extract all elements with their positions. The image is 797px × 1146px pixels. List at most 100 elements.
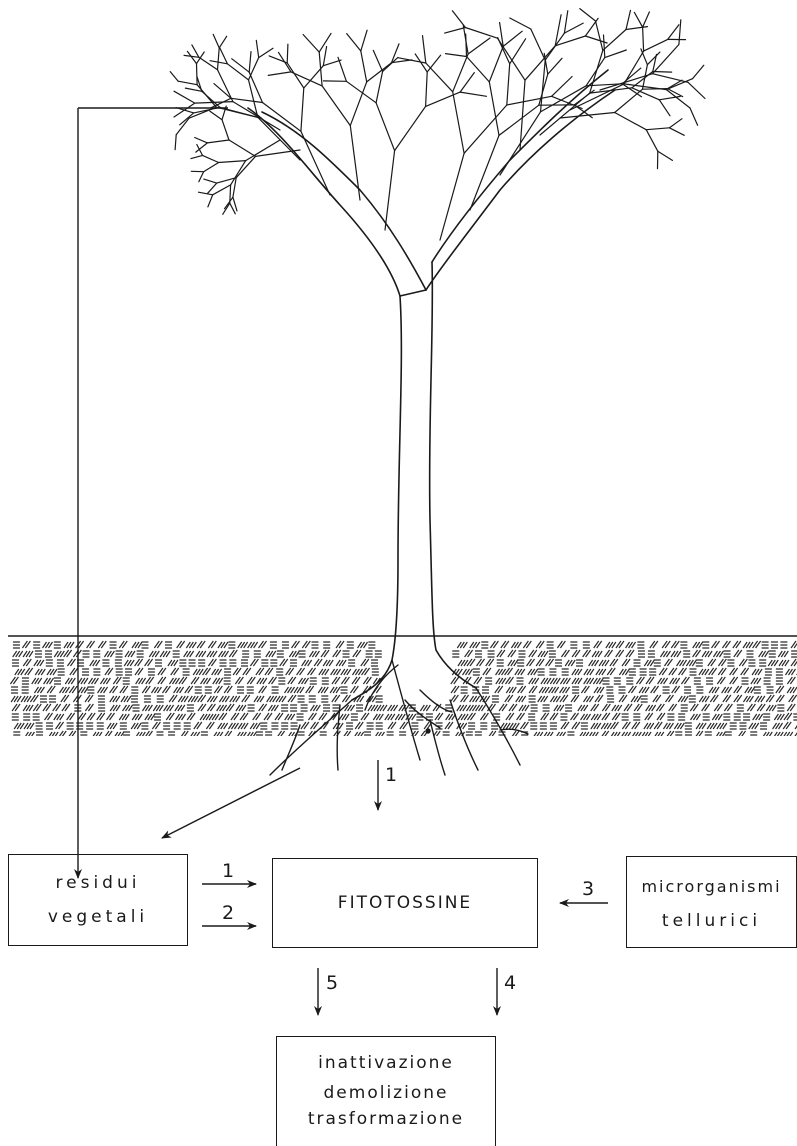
soil-hatch-mark [98,687,108,693]
soil-hatch-mark [164,705,174,711]
soil-hatch-mark [633,660,640,666]
soil-hatch-mark [54,714,64,720]
soil-hatch-mark [576,660,583,666]
soil-hatch-mark [515,669,525,675]
soil-hatch-mark [219,713,227,720]
soil-hatch-mark [205,687,212,693]
branch-twig [643,89,668,90]
branch-twig [646,130,658,152]
soil-hatch-mark [538,696,548,702]
soil-hatch-mark [649,669,656,675]
soil-hatch-mark [87,687,94,693]
soil-hatch-mark [180,731,188,738]
soil-layer [8,636,797,738]
branch-twig [510,18,531,29]
soil-hatch-mark [25,668,33,675]
soil-hatch-mark [113,677,121,684]
soil-hatch-mark [48,732,58,738]
soil-hatch-mark [119,714,129,720]
branch-twig [197,85,216,108]
soil-hatch-mark [351,714,358,720]
soil-hatch-mark [54,678,61,684]
soil-hatch-mark [496,669,506,675]
microrganismi-label-line2: tellurici [627,911,796,931]
soil-hatch-mark [705,732,712,738]
soil-hatch-mark [277,651,284,657]
soil-hatch-mark [308,713,316,720]
soil-hatch-mark [333,650,341,657]
soil-hatch-mark [560,714,567,720]
branch-twig [376,71,383,102]
soil-hatch-mark [614,678,621,684]
branch-twig [498,38,510,64]
soil-hatch-mark [177,641,185,648]
soil-hatch-mark [309,651,319,657]
soil-hatch-mark [156,732,163,738]
soil-hatch-mark [543,732,553,738]
branch-twig [489,46,503,82]
soil-hatch-mark [82,669,89,675]
branch-twig [249,52,251,73]
soil-hatch-mark [352,677,360,684]
soil-hatch-mark [789,695,797,702]
soil-hatch-mark [529,696,536,702]
soil-hatch-mark [520,722,528,729]
soil-hatch-mark [376,696,383,702]
soil-hatch-mark [330,687,340,693]
soil-hatch-mark [290,705,297,711]
soil-hatch-mark [480,713,488,720]
branch-twig [220,47,228,64]
branch-twig [440,153,464,240]
branch-twig [361,51,367,82]
soil-hatch-mark [131,696,138,702]
soil-hatch-mark [683,651,690,657]
soil-hatch-mark [323,660,333,666]
soil-hatch-mark [481,642,488,648]
branch-twig [679,20,681,45]
soil-hatch-mark [751,678,761,684]
soil-hatch-mark [640,669,647,675]
soil-hatch-mark [347,642,354,648]
soil-hatch-mark [176,714,186,720]
soil-hatch-mark [572,687,579,693]
soil-hatch-mark [717,723,727,729]
soil-hatch-mark [23,651,33,657]
soil-hatch-mark [240,713,248,720]
soil-hatch-mark [366,651,373,657]
soil-hatch-mark [165,642,172,648]
soil-hatch-mark [33,642,40,648]
soil-hatch-mark [619,669,629,675]
soil-hatch-mark [321,650,329,657]
esiti-label-line2: demolizione [277,1083,495,1103]
soil-hatch-mark [183,669,190,675]
soil-hatch-mark [523,641,531,648]
soil-hatch-mark [15,669,25,675]
soil-hatch-mark [783,732,793,738]
tree-roots [270,660,528,775]
soil-hatch-mark [160,651,170,657]
soil-hatch-mark [501,641,509,648]
soil-hatch-mark [311,642,318,648]
soil-hatch-mark [679,668,687,675]
soil-hatch-mark [302,660,312,666]
soil-hatch-mark [224,678,231,684]
soil-hatch-mark [44,678,54,684]
soil-hatch-mark [58,669,65,675]
soil-hatch-mark [602,713,610,720]
branch-twig [668,25,679,40]
branch-twig [603,30,626,51]
soil-hatch-mark [517,678,524,684]
branch-twig [178,81,197,85]
soil-hatch-mark [243,668,251,675]
soil-hatch-mark [662,641,670,648]
soil-hatch-mark [713,651,723,657]
soil-hatch-mark [13,651,23,657]
soil-hatch-mark [678,714,685,720]
soil-hatch-mark [702,704,710,711]
soil-hatch-mark [632,722,640,729]
soil-hatch-mark [224,686,232,693]
soil-hatch-mark [323,642,330,648]
soil-hatch-mark [301,705,308,711]
soil-hatch-mark [511,642,521,648]
